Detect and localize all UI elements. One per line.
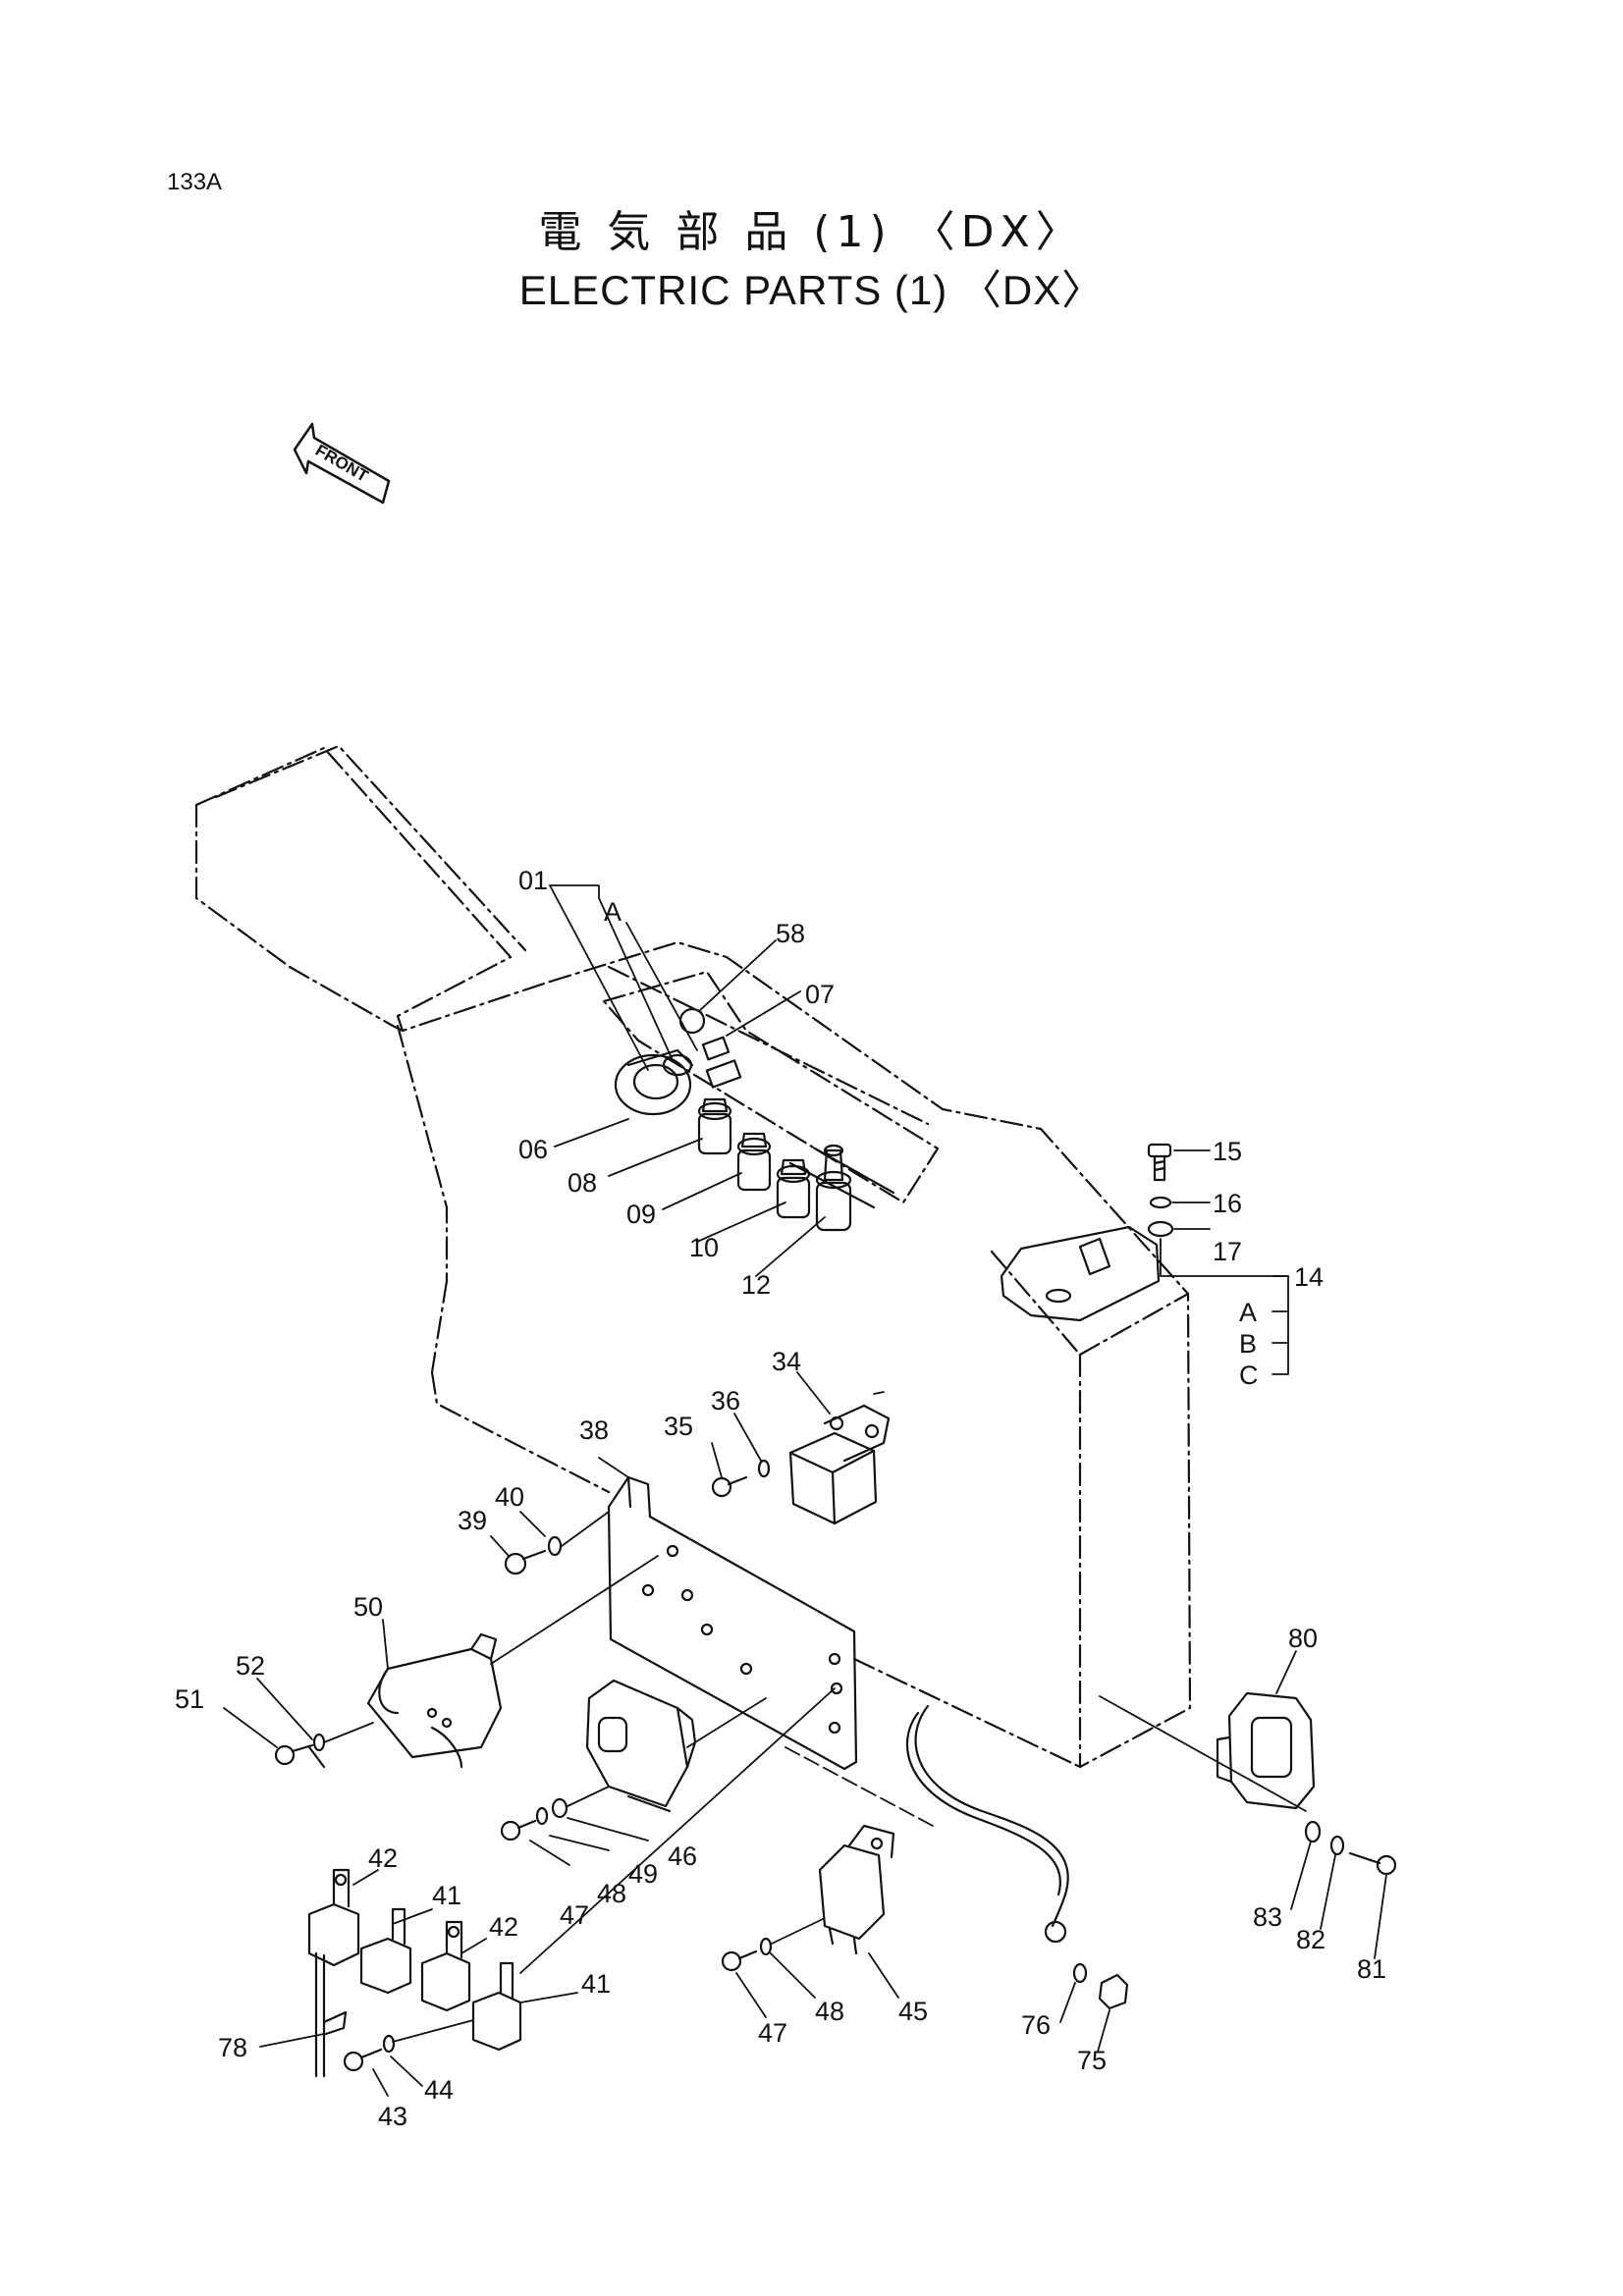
holder-50: [366, 1632, 503, 1769]
callout-49: 49: [628, 1859, 658, 1889]
lamp-58: [678, 1007, 706, 1035]
callout-15: 15: [1213, 1137, 1242, 1166]
callout-variant-C: C: [1239, 1361, 1259, 1390]
leader-lines-right: [1160, 1149, 1289, 1375]
screw-81: [1376, 1854, 1397, 1876]
callout-A: A: [604, 897, 622, 927]
relay-45: [818, 1824, 895, 1955]
washer-17: [1147, 1220, 1174, 1238]
callout-36: 36: [711, 1386, 740, 1415]
callout-39: 39: [458, 1506, 487, 1535]
callout-variant-B: B: [1239, 1329, 1257, 1359]
callout-09: 09: [626, 1200, 656, 1229]
washer-76: [1072, 1962, 1088, 1984]
relay-42a: [307, 1868, 360, 1967]
ground-cable: [905, 1704, 1069, 1944]
console-body: [194, 744, 1192, 1769]
washer-48a: [535, 1806, 549, 1826]
callout-46: 46: [668, 1842, 697, 1871]
callout-41-left: 41: [432, 1881, 461, 1910]
leader-lines-top: [549, 884, 826, 1277]
screw-39: [504, 1552, 527, 1575]
knob-09: [736, 1132, 772, 1192]
relay-41a: [359, 1907, 412, 1995]
callout-78: 78: [218, 2033, 247, 2062]
callout-50: 50: [353, 1592, 383, 1622]
knob-10: [776, 1158, 811, 1219]
callout-01: 01: [518, 866, 548, 895]
callout-47-lower: 47: [758, 2018, 787, 2048]
callout-17: 17: [1213, 1237, 1242, 1266]
callout-58: 58: [776, 919, 805, 948]
washer-44: [382, 2034, 396, 2054]
key-switch: [614, 1048, 694, 1116]
screw-35: [711, 1476, 732, 1498]
washer-40: [547, 1535, 563, 1557]
page-code: 133A: [167, 169, 223, 195]
front-arrow-icon: [293, 422, 391, 505]
callout-83: 83: [1253, 1902, 1282, 1932]
title-english: ELECTRIC PARTS (1) 〈DX〉: [518, 267, 1105, 313]
callout-42-right: 42: [489, 1912, 518, 1942]
callout-76: 76: [1021, 2010, 1051, 2040]
callout-08: 08: [568, 1168, 597, 1198]
callout-16: 16: [1213, 1189, 1242, 1218]
callout-35: 35: [664, 1412, 693, 1441]
screw-15: [1147, 1143, 1172, 1182]
washer-83: [1304, 1820, 1322, 1843]
knob-08: [697, 1097, 732, 1155]
callout-14: 14: [1294, 1262, 1324, 1292]
callout-47: 47: [560, 1900, 589, 1930]
callout-labels: 01 A 58 07 06 08 09 10 12 15 16 17 14 A …: [175, 866, 1386, 2131]
screw-43: [343, 2051, 364, 2072]
callout-45: 45: [898, 1997, 928, 2026]
callout-52: 52: [236, 1651, 265, 1681]
callout-44: 44: [424, 2075, 454, 2105]
callout-40: 40: [495, 1482, 524, 1512]
screw-47a: [500, 1820, 521, 1842]
callout-38: 38: [579, 1415, 609, 1445]
connector-07: [701, 1036, 742, 1089]
callout-06: 06: [518, 1135, 548, 1164]
screw-51: [274, 1744, 296, 1766]
washer-52: [312, 1733, 326, 1752]
callout-variant-A: A: [1239, 1298, 1257, 1327]
control-box-14: [1000, 1225, 1161, 1322]
knob-12: [815, 1144, 852, 1232]
callout-07: 07: [805, 980, 835, 1009]
callout-34: 34: [772, 1347, 801, 1376]
callout-75: 75: [1077, 2046, 1107, 2075]
callout-43: 43: [378, 2102, 407, 2131]
callout-82: 82: [1296, 1925, 1325, 1954]
bracket-38: [607, 1475, 858, 1771]
washer-16: [1149, 1196, 1172, 1209]
callout-81: 81: [1357, 1954, 1386, 1984]
callout-12: 12: [741, 1270, 771, 1300]
relay-42b: [420, 1920, 471, 2012]
title-japanese: 電 気 部 品 (1) 〈DX〉: [538, 207, 1085, 257]
callout-41-right: 41: [581, 1969, 611, 1999]
relay-41b: [471, 1961, 522, 2052]
relay-34: [788, 1391, 891, 1525]
callout-51: 51: [175, 1684, 204, 1714]
relay-46: [585, 1679, 697, 1813]
callout-48: 48: [597, 1879, 626, 1908]
washer-48b: [759, 1937, 773, 1956]
callout-10: 10: [689, 1233, 719, 1262]
callout-80: 80: [1288, 1624, 1318, 1653]
callout-48-lower: 48: [815, 1997, 844, 2026]
nut-75: [1098, 1973, 1129, 2010]
washer-49: [551, 1797, 568, 1819]
unit-80: [1216, 1691, 1316, 1810]
screw-47b: [721, 1950, 742, 1972]
washer-82: [1329, 1835, 1345, 1856]
callout-42-left: 42: [368, 1843, 398, 1873]
washer-36: [757, 1459, 771, 1478]
